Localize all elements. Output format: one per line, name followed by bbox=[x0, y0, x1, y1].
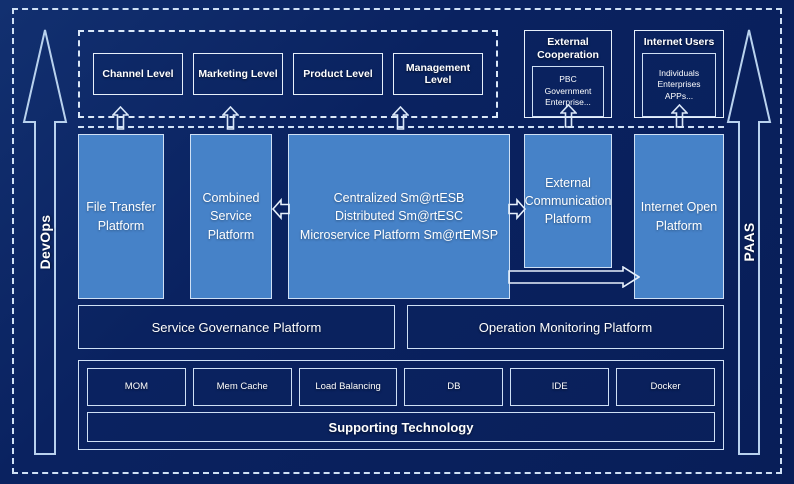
operation-monitoring-platform[interactable]: Operation Monitoring Platform bbox=[407, 305, 724, 349]
supporting-technology-label: Supporting Technology bbox=[328, 419, 474, 435]
supporting-technology-bar: Supporting Technology bbox=[87, 412, 715, 442]
connector-up-arrow-esb bbox=[392, 106, 409, 130]
platform-centralized-esb[interactable]: Centralized Sm@rtESB Distributed Sm@rtES… bbox=[288, 134, 510, 299]
platform-internet-open[interactable]: Internet Open Platform bbox=[634, 134, 724, 299]
arrow-left-icon bbox=[272, 197, 290, 221]
external-cooperation-detail: PBC Government Enterprise... bbox=[532, 66, 604, 117]
paas-label: PAAS bbox=[741, 222, 757, 262]
tech-box-ide[interactable]: IDE bbox=[510, 368, 610, 406]
business-levels-group: Channel Level Marketing Level Product Le… bbox=[78, 30, 498, 118]
governance-label: Service Governance Platform bbox=[151, 319, 322, 335]
external-cooperation-card[interactable]: External Cooperation PBC Government Ente… bbox=[524, 30, 612, 118]
up-arrow-icon bbox=[222, 106, 239, 130]
level-label: Management Level bbox=[405, 62, 471, 86]
supporting-technology-group: MOM Mem Cache Load Balancing DB IDE Dock… bbox=[78, 360, 724, 450]
level-label: Marketing Level bbox=[198, 68, 278, 80]
arrow-right-icon bbox=[508, 266, 640, 288]
platform-label: Internet Open Platform bbox=[640, 200, 718, 233]
tech-label: DB bbox=[447, 381, 461, 393]
level-box-marketing[interactable]: Marketing Level bbox=[193, 53, 283, 95]
up-arrow-icon bbox=[112, 106, 129, 130]
level-label: Channel Level bbox=[102, 68, 174, 80]
tech-box-db[interactable]: DB bbox=[404, 368, 504, 406]
external-cooperation-title: External Cooperation bbox=[537, 36, 599, 62]
arrow-esb-to-internet-open bbox=[508, 266, 640, 288]
tech-label: Load Balancing bbox=[315, 381, 381, 393]
platform-external-communication[interactable]: External Communication Platform bbox=[524, 134, 612, 268]
level-label: Product Level bbox=[303, 68, 373, 80]
tech-label: Mem Cache bbox=[216, 381, 268, 393]
tech-box-load-balancing[interactable]: Load Balancing bbox=[298, 368, 398, 406]
internet-users-detail: Individuals Enterprises APPs... bbox=[642, 53, 716, 117]
up-arrow-icon bbox=[671, 104, 688, 128]
layer-separator bbox=[78, 126, 724, 128]
tech-label: Docker bbox=[650, 381, 681, 393]
platform-label: External Communication Platform bbox=[524, 175, 612, 227]
platform-file-transfer[interactable]: File Transfer Platform bbox=[78, 134, 164, 299]
tech-box-mom[interactable]: MOM bbox=[87, 368, 186, 406]
governance-label: Operation Monitoring Platform bbox=[478, 319, 653, 335]
technology-row: MOM Mem Cache Load Balancing DB IDE Dock… bbox=[87, 368, 715, 406]
devops-label: DevOps bbox=[37, 214, 53, 270]
connector-up-arrow-combined-service bbox=[222, 106, 239, 130]
up-arrow-icon bbox=[726, 29, 772, 455]
up-arrow-icon bbox=[560, 104, 577, 128]
devops-arrow: DevOps bbox=[22, 26, 68, 458]
level-box-product[interactable]: Product Level bbox=[293, 53, 383, 95]
platform-label: Centralized Sm@rtESB Distributed Sm@rtES… bbox=[299, 191, 499, 242]
connector-up-arrow-external-comm bbox=[560, 104, 577, 128]
arrow-esb-to-external-comm bbox=[508, 196, 526, 222]
up-arrow-icon bbox=[22, 29, 68, 455]
up-arrow-icon bbox=[392, 106, 409, 130]
platform-combined-service[interactable]: Combined Service Platform bbox=[190, 134, 272, 299]
paas-arrow: PAAS bbox=[726, 26, 772, 458]
internet-users-title: Internet Users bbox=[643, 36, 715, 48]
arrow-esb-to-combined-service bbox=[272, 196, 290, 222]
level-box-management[interactable]: Management Level bbox=[393, 53, 483, 95]
tech-label: IDE bbox=[551, 381, 568, 393]
service-governance-platform[interactable]: Service Governance Platform bbox=[78, 305, 395, 349]
platform-label: Combined Service Platform bbox=[202, 191, 260, 242]
tech-box-mem-cache[interactable]: Mem Cache bbox=[192, 368, 292, 406]
arrow-right-icon bbox=[508, 197, 526, 221]
connector-up-arrow-file-transfer bbox=[112, 106, 129, 130]
level-box-channel[interactable]: Channel Level bbox=[93, 53, 183, 95]
internet-users-card[interactable]: Internet Users Individuals Enterprises A… bbox=[634, 30, 724, 118]
tech-box-docker[interactable]: Docker bbox=[616, 368, 715, 406]
outer-dashed-frame bbox=[12, 8, 782, 474]
tech-label: MOM bbox=[124, 381, 149, 393]
platform-label: File Transfer Platform bbox=[86, 200, 156, 233]
connector-up-arrow-internet-open bbox=[671, 104, 688, 128]
